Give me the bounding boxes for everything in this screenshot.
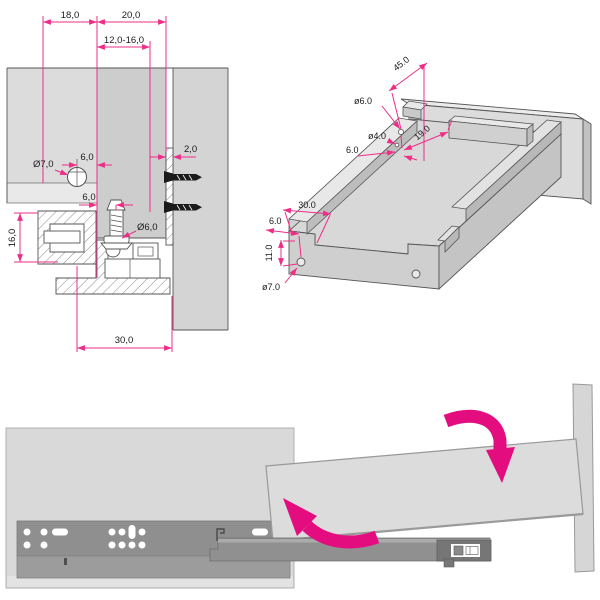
cabinet-panel-edge [7, 576, 293, 587]
dim-dia7-label: Ø7,0 [33, 159, 54, 170]
dim-30-iso-label: 30.0 [298, 200, 316, 210]
assembly-view [5, 383, 595, 589]
bracket-profile [37, 210, 171, 295]
left-panel-face [7, 68, 97, 183]
section-dimension-labels: 18,0 20,0 12,0-16,0 6,0 Ø7,0 2,0 6,0 Ø6,… [7, 10, 197, 346]
cabinet-panel-section [6, 67, 229, 331]
iso-hole-front-left [296, 257, 306, 267]
dim-6-offset-label: 6,0 [80, 152, 93, 163]
screw-icon [164, 171, 202, 183]
drill-hole-circle [67, 159, 87, 187]
dim-20-label: 20,0 [122, 10, 141, 21]
iso-back-bar [448, 115, 534, 147]
screw-icon [164, 201, 202, 213]
dim-6-side-label: 6.0 [269, 216, 282, 226]
dim-6-edge-label: 6.0 [346, 145, 359, 155]
rail-lower-band [16, 555, 291, 579]
dim-30-label: 30,0 [115, 335, 134, 346]
iso-view: 45.0 ø6.0 ø4.0 6.0 19.0 30.0 6.0 11.0 ø7… [262, 54, 592, 292]
iso-left-strip [288, 117, 418, 235]
drawer-side-section [97, 68, 166, 238]
dim-2-label: 2,0 [184, 144, 197, 155]
iso-drawer-body [287, 118, 563, 291]
dim-dia4-iso-label: ø4.0 [368, 131, 386, 141]
latch [436, 539, 492, 568]
dim-45-label: 45.0 [391, 54, 411, 73]
dim-dia6-iso-label: ø6.0 [354, 96, 372, 106]
rotate-down-arrow-icon [443, 409, 515, 483]
section-dimension-lines [14, 16, 196, 352]
iso-hole-front-right [411, 269, 421, 279]
iso-hole-dia4 [394, 142, 400, 148]
iso-right-strip [437, 119, 562, 253]
dim-dia7-iso-label: ø7.0 [262, 282, 280, 292]
dim-16-label: 16,0 [7, 229, 18, 248]
iso-hole-dia6 [397, 128, 404, 135]
iso-front-face [288, 230, 440, 290]
dim-12-16-label: 12,0-16,0 [104, 35, 144, 46]
iso-dimension-lines [265, 62, 453, 284]
dim-18-label: 18,0 [61, 10, 80, 21]
rail-slot [64, 558, 67, 565]
rail-hook-mark [216, 528, 225, 541]
dim-11-label: 11.0 [264, 245, 274, 262]
dim-6-pin-label: 6,0 [82, 192, 95, 203]
mounting-plate [165, 147, 174, 246]
iso-left-strip-end [402, 100, 428, 120]
dim-dia6-label: Ø6,0 [137, 222, 158, 233]
swing-left-arrow-icon [283, 498, 380, 549]
right-panel-column [173, 68, 228, 330]
section-view: 18,0 20,0 12,0-16,0 6,0 Ø7,0 2,0 6,0 Ø6,… [6, 10, 229, 352]
